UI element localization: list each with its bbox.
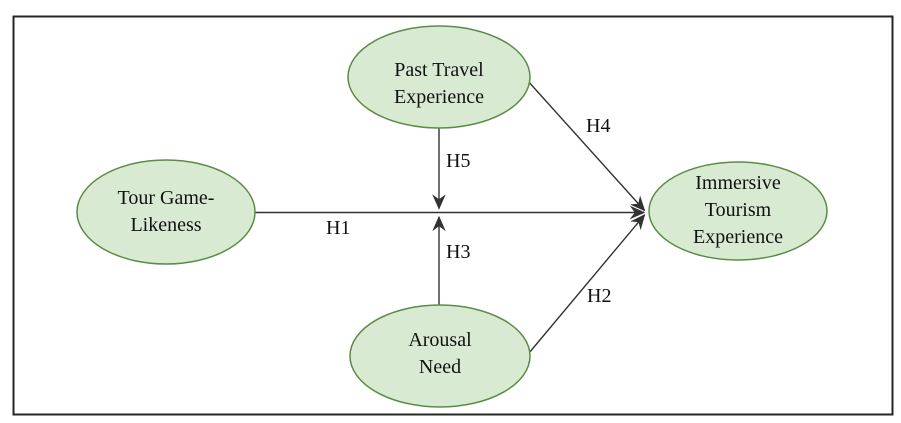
edge-label-h1: H1 — [326, 217, 351, 239]
edge-label-h4: H4 — [586, 115, 611, 137]
node-label-arousal-need: Arousal Need — [408, 329, 472, 378]
edge-label-h5: H5 — [446, 150, 471, 172]
ellipse-tour-game-likeness — [76, 159, 256, 265]
edge-label-h2: H2 — [587, 285, 612, 307]
ellipse-immersive-tourism-experience — [648, 161, 828, 261]
edge-label-h3: H3 — [446, 241, 471, 263]
node-label-tour-game-likeness: Tour Game- Likeness — [117, 187, 215, 236]
node-label-immersive-tourism-experience: Immersive Tourism Experience — [693, 172, 783, 248]
diagram-frame — [12, 15, 894, 416]
ellipse-arousal-need — [349, 304, 531, 408]
ellipse-past-travel-experience — [347, 25, 531, 129]
node-label-past-travel-experience: Past Travel Experience — [394, 59, 484, 108]
arrow-h4 — [526, 79, 646, 212]
arrow-h2 — [528, 214, 646, 354]
